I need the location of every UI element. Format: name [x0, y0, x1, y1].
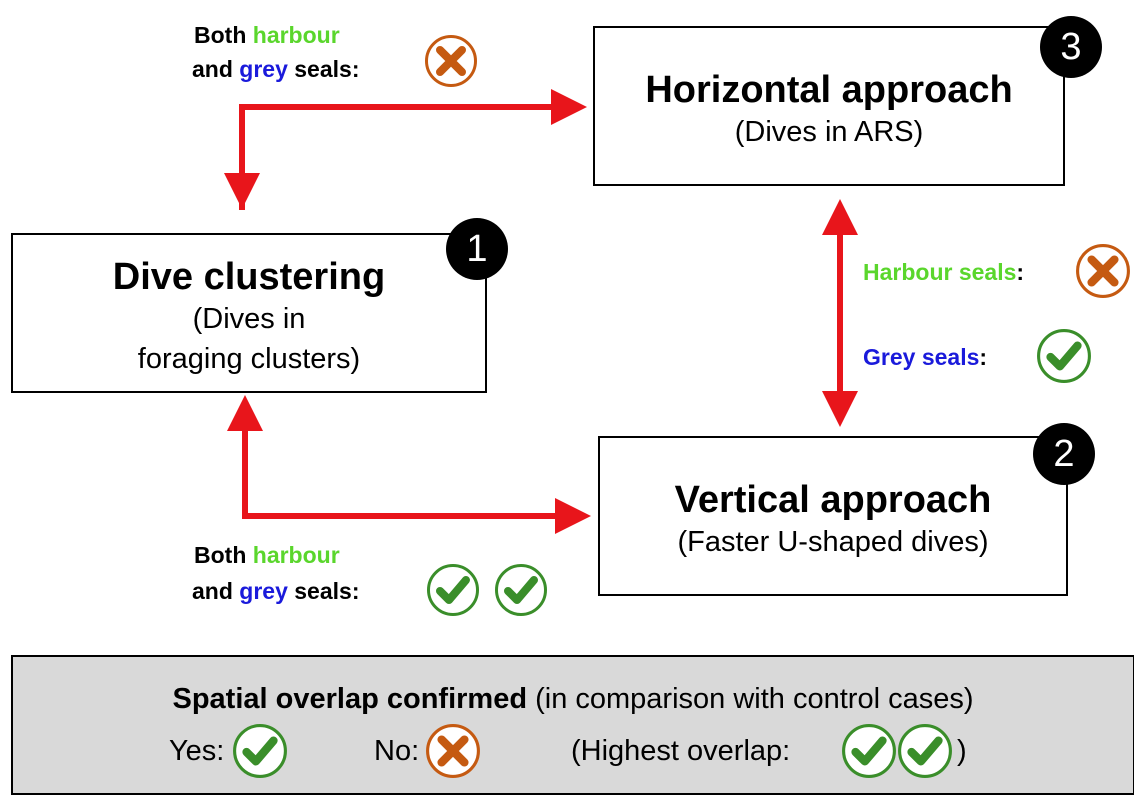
- seals-text: seals:: [294, 578, 360, 604]
- check-icon: [495, 564, 547, 616]
- dive-clustering-line1: (Dives in: [192, 303, 306, 335]
- legend-yes-label: Yes:: [169, 735, 225, 767]
- number-badge-2: 2: [1033, 423, 1095, 485]
- number-badge-3: 3: [1040, 16, 1102, 78]
- and-text: and: [192, 56, 233, 82]
- harbour-text: harbour: [252, 542, 340, 568]
- check-icon: [898, 724, 952, 778]
- legend-highest-prefix: (Highest overlap:: [571, 735, 791, 767]
- legend-title-rest: (in comparison with control cases): [527, 683, 974, 715]
- cross-icon: [1076, 244, 1130, 298]
- number-badge-1: 1: [446, 218, 508, 280]
- dive-clustering-title: Dive clustering: [112, 256, 386, 298]
- cross-icon: [426, 724, 480, 778]
- both-text: Both: [194, 22, 247, 48]
- harbour-text: harbour: [252, 22, 340, 48]
- grey-text: grey: [239, 578, 288, 604]
- legend-title: Spatial overlap confirmed (in comparison…: [13, 681, 1133, 717]
- grey-seals-text: Grey seals: [863, 344, 980, 370]
- horizontal-approach-subtitle: (Dives in ARS): [734, 116, 924, 148]
- check-icon: [1037, 329, 1091, 383]
- legend-box: Spatial overlap confirmed (in comparison…: [11, 655, 1134, 795]
- colon-text: :: [979, 344, 988, 370]
- check-icon: [427, 564, 479, 616]
- vertical-approach-box: Vertical approach (Faster U-shaped dives…: [598, 436, 1068, 596]
- legend-title-bold: Spatial overlap confirmed: [172, 683, 528, 715]
- grey-text: grey: [239, 56, 288, 82]
- harbour-seals-label: Harbour seals:: [863, 255, 1024, 289]
- harbour-seals-text: Harbour seals: [863, 259, 1017, 285]
- bottom-left-label: Both harbour: [194, 538, 340, 572]
- check-icon: [842, 724, 896, 778]
- vertical-approach-subtitle: (Faster U-shaped dives): [677, 526, 989, 558]
- both-text: Both: [194, 542, 247, 568]
- cross-icon: [425, 35, 477, 87]
- grey-seals-label: Grey seals:: [863, 340, 987, 374]
- arrow-cluster-horizontal: [239, 89, 587, 210]
- legend-no-label: No:: [374, 735, 420, 767]
- bottom-left-label-2: and grey seals:: [192, 574, 359, 608]
- dive-clustering-line2: foraging clusters): [137, 343, 361, 375]
- seals-text: seals:: [294, 56, 360, 82]
- vertical-approach-title: Vertical approach: [674, 479, 992, 521]
- legend-highest-suffix: ): [957, 735, 967, 767]
- horizontal-approach-title: Horizontal approach: [645, 69, 1013, 111]
- horizontal-approach-box: Horizontal approach (Dives in ARS): [593, 26, 1065, 186]
- and-text: and: [192, 578, 233, 604]
- dive-clustering-box: Dive clustering (Dives in foraging clust…: [11, 233, 487, 393]
- arrow-cluster-vertical: [242, 410, 591, 534]
- top-left-label: Both harbour: [194, 18, 340, 52]
- top-left-label-2: and grey seals:: [192, 52, 359, 86]
- check-icon: [233, 724, 287, 778]
- colon-text: :: [1016, 259, 1025, 285]
